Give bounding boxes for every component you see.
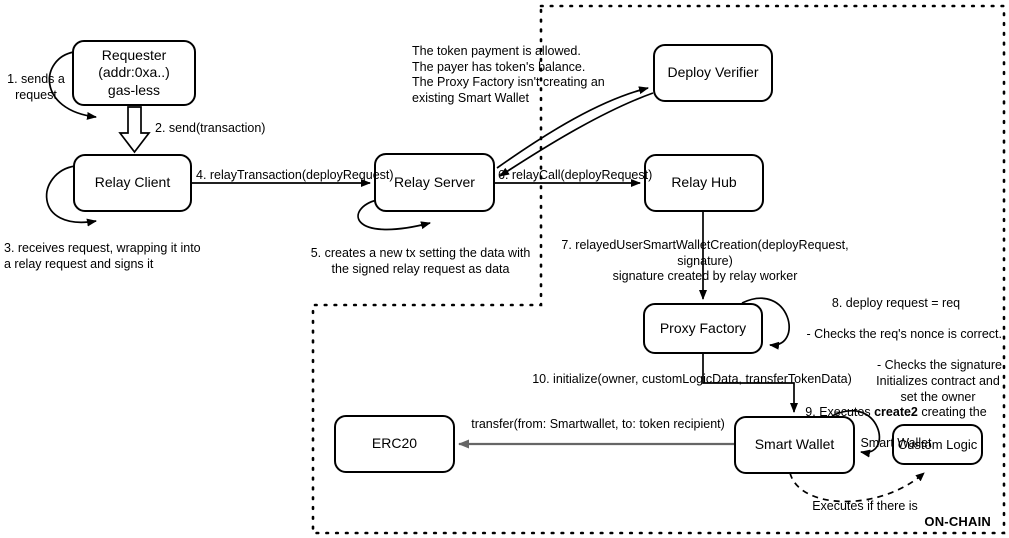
arrow-smart-wallet-self [831,409,881,458]
label-step-7: 7. relayedUserSmartWalletCreation(deploy… [561,238,849,284]
label-step-10: 10. initialize(owner, customLogicData, t… [532,372,852,386]
label-step-8-line-1: 8. deploy request = req [831,295,961,310]
node-relay-server[interactable]: Relay Server [374,153,495,212]
node-relay-client[interactable]: Relay Client [73,154,192,212]
label-step-3: 3. receives request, wrapping it into a … [4,241,201,271]
label-on-chain: ON-CHAIN [924,514,991,529]
label-step-6: 6. relayCall(deployRequest) [498,168,653,182]
label-transfer: transfer(from: Smartwallet, to: token re… [471,417,725,431]
label-executes-if-there-is: Executes if there is [812,499,918,513]
arrow-relay-server-self [357,199,431,231]
node-smart-wallet[interactable]: Smart Wallet [734,416,855,474]
arrow-requester-self [48,51,97,120]
node-deploy-verifier[interactable]: Deploy Verifier [653,44,773,102]
node-relay-client-label: Relay Client [94,174,171,191]
label-step-9-suffix: creating the [917,405,987,419]
label-step-8-9: 8. deploy request = req - Checks the req… [790,280,1002,468]
label-step-8-line-3: - Checks the signature [876,358,1002,373]
node-smart-wallet-label: Smart Wallet [754,436,835,453]
node-erc20[interactable]: ERC20 [334,415,455,473]
label-step-9-line-2: Smart Wallet [860,436,932,451]
arrow-verifier-to-server [499,92,654,177]
node-deploy-verifier-label: Deploy Verifier [667,64,759,81]
node-relay-hub[interactable]: Relay Hub [644,154,764,212]
node-requester-label: Requester (addr:0xa..) gas-less [98,47,170,98]
label-step-1: 1. sends a request [7,72,65,102]
label-step-4: 4. relayTransaction(deployRequest) [196,168,394,182]
node-requester[interactable]: Requester (addr:0xa..) gas-less [72,40,196,106]
arrow-server-to-verifier [496,86,649,169]
arrow-relay-client-self [45,165,97,227]
node-proxy-factory[interactable]: Proxy Factory [643,303,763,354]
label-step-9-create2: create2 [874,405,918,419]
arrow-proxy-factory-self [741,297,791,350]
label-step-9-line-1: 9. Executes create2 creating the [790,389,1002,420]
arrow-initialize [702,353,798,413]
label-step-9-prefix: 9. Executes [805,405,875,419]
node-erc20-label: ERC20 [371,435,418,452]
label-step-2: 2. send(transaction) [155,121,266,135]
arrow-send-transaction [118,106,151,154]
node-relay-hub-label: Relay Hub [671,174,737,191]
on-chain-boundary [311,4,1006,535]
node-custom-logic[interactable]: Custom Logic [892,424,983,465]
label-step-8-line-2: - Checks the req's nonce is correct. [806,326,1002,341]
label-deploy-verifier-conditions: The token payment is allowed. The payer … [412,44,605,105]
node-relay-server-label: Relay Server [394,173,475,190]
node-custom-logic-label: Custom Logic [897,436,978,452]
label-step-5: 5. creates a new tx setting the data wit… [310,246,531,276]
node-proxy-factory-label: Proxy Factory [659,319,747,336]
arrow-executes-custom-logic [789,472,925,503]
label-initializes-contract: Initializes contract and set the owner [876,374,1000,404]
